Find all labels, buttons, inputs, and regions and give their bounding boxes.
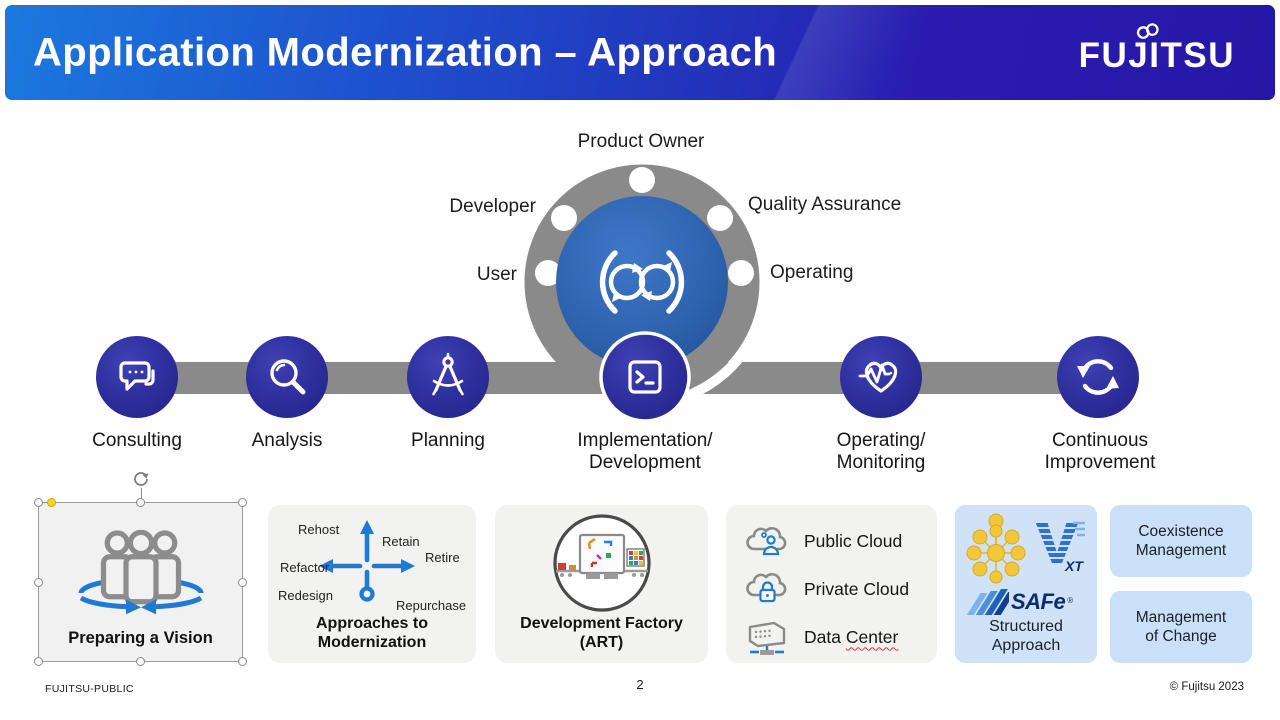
vision-card[interactable]: Preparing a Vision xyxy=(34,472,247,666)
selection-handle-bottom-left[interactable] xyxy=(34,657,43,666)
chat-bubbles-icon xyxy=(119,361,155,391)
devops-loop-icon xyxy=(599,250,685,314)
devops-diagram xyxy=(96,164,1139,423)
structured-approach-card[interactable]: XT SAFe® Structured Approach xyxy=(955,505,1097,663)
role-label-developer: Developer xyxy=(449,196,536,217)
step-label-implementation: Implementation/ Development xyxy=(577,430,713,474)
approaches-card-title: Approaches to Modernization xyxy=(315,615,428,652)
structured-card-title: Structured Approach xyxy=(989,618,1063,655)
step-node-operating[interactable] xyxy=(840,336,922,418)
heart-pulse-icon xyxy=(858,361,898,393)
svg-text:XT: XT xyxy=(1064,558,1084,574)
magnifier-icon xyxy=(270,359,306,395)
management-of-change-card[interactable]: Management of Change xyxy=(1110,591,1252,663)
copyright-label: © Fujitsu 2023 xyxy=(1169,681,1244,693)
ring-dot-developer xyxy=(551,205,577,231)
spellcheck-underline: Center xyxy=(845,626,899,647)
safe-logo: SAFe® xyxy=(965,589,1073,615)
selection-handle-bottom-right[interactable] xyxy=(238,657,247,666)
safe-stripes-icon xyxy=(966,589,1009,615)
approaches-card[interactable]: Rehost Retain Retire Refactor Redesign R… xyxy=(268,505,476,663)
fujitsu-logo-text: FUJITSU xyxy=(1078,36,1235,76)
step-label-continuous: Continuous Improvement xyxy=(1044,430,1156,474)
step-node-consulting[interactable] xyxy=(96,336,178,418)
classification-label: FUJITSU-PUBLIC xyxy=(45,683,134,695)
public-cloud-label: Public Cloud xyxy=(804,530,903,551)
coexistence-card-title: Coexistence Management xyxy=(1135,522,1227,559)
private-cloud-icon xyxy=(746,572,787,603)
option-redesign: Redesign xyxy=(278,588,333,603)
selection-handle-middle-right[interactable] xyxy=(238,577,247,587)
registered-mark: ® xyxy=(1067,596,1074,605)
data-center-icon xyxy=(748,621,786,655)
step-label-operating: Operating/ Monitoring xyxy=(836,430,926,474)
slide-header: Application Modernization – Approach FUJ… xyxy=(5,5,1275,100)
selection-handle-top-right[interactable] xyxy=(238,498,247,507)
role-label-user: User xyxy=(476,264,517,285)
step-node-implementation[interactable] xyxy=(599,331,691,423)
role-label-product-owner: Product Owner xyxy=(577,131,705,152)
vision-card-title: Preparing a Vision xyxy=(68,628,213,647)
development-factory-icon xyxy=(552,514,651,612)
rotate-handle-stem xyxy=(140,488,142,502)
ring-dot-operating xyxy=(728,260,754,286)
cycle-arrows-icon xyxy=(1077,359,1119,395)
step-node-analysis[interactable] xyxy=(246,336,328,418)
page-number: 2 xyxy=(636,677,644,692)
option-repurchase: Repurchase xyxy=(396,598,467,613)
devops-circle[interactable] xyxy=(556,196,728,368)
mindmap-icon xyxy=(966,513,1026,584)
factory-card-title: Development Factory (ART) xyxy=(520,615,683,652)
ring-dot-product-owner xyxy=(629,167,655,193)
selection-handle-middle-left[interactable] xyxy=(34,577,43,587)
option-rehost: Rehost xyxy=(298,522,340,537)
rotate-handle-icon[interactable] xyxy=(132,470,150,488)
factory-card[interactable]: Development Factory (ART) xyxy=(495,505,708,663)
coexistence-management-card[interactable]: Coexistence Management xyxy=(1110,505,1252,577)
fujitsu-infinity-icon xyxy=(1136,23,1159,40)
option-retire: Retire xyxy=(425,550,460,565)
private-cloud-label: Private Cloud xyxy=(804,578,910,599)
change-card-title: Management of Change xyxy=(1135,608,1227,645)
fujitsu-logo: FUJITSU xyxy=(1078,23,1235,76)
step-label-consulting: Consulting xyxy=(92,430,182,451)
modernization-arrows-icon xyxy=(319,520,415,602)
team-vision-icon xyxy=(78,529,203,615)
ring-dot-quality xyxy=(707,205,733,231)
infrastructure-card[interactable]: Public Cloud Private Cloud xyxy=(726,505,937,663)
selection-handle-top-center[interactable] xyxy=(136,498,145,507)
terminal-icon xyxy=(628,360,662,394)
ring-dot-user xyxy=(535,260,561,286)
drafting-compass-icon xyxy=(432,352,464,396)
step-label-planning: Planning xyxy=(411,430,485,451)
option-retain: Retain xyxy=(382,534,420,549)
step-node-continuous[interactable] xyxy=(1057,336,1139,418)
selection-handle-top-left[interactable] xyxy=(34,498,43,507)
role-label-operating: Operating xyxy=(770,262,854,283)
v-modell-xt-icon: XT xyxy=(1035,521,1085,574)
role-label-quality-assurance: Quality Assurance xyxy=(748,194,902,215)
selection-handle-bottom-center[interactable] xyxy=(136,657,145,666)
adjustment-handle-yellow[interactable] xyxy=(47,498,56,507)
page-title: Application Modernization – Approach xyxy=(33,30,778,74)
data-center-label: Data Center xyxy=(804,626,899,647)
step-node-planning[interactable] xyxy=(407,336,489,418)
public-cloud-icon xyxy=(746,526,787,556)
option-refactor: Refactor xyxy=(280,560,330,575)
safe-logo-text: SAFe xyxy=(1011,589,1066,614)
step-label-analysis: Analysis xyxy=(251,430,323,451)
